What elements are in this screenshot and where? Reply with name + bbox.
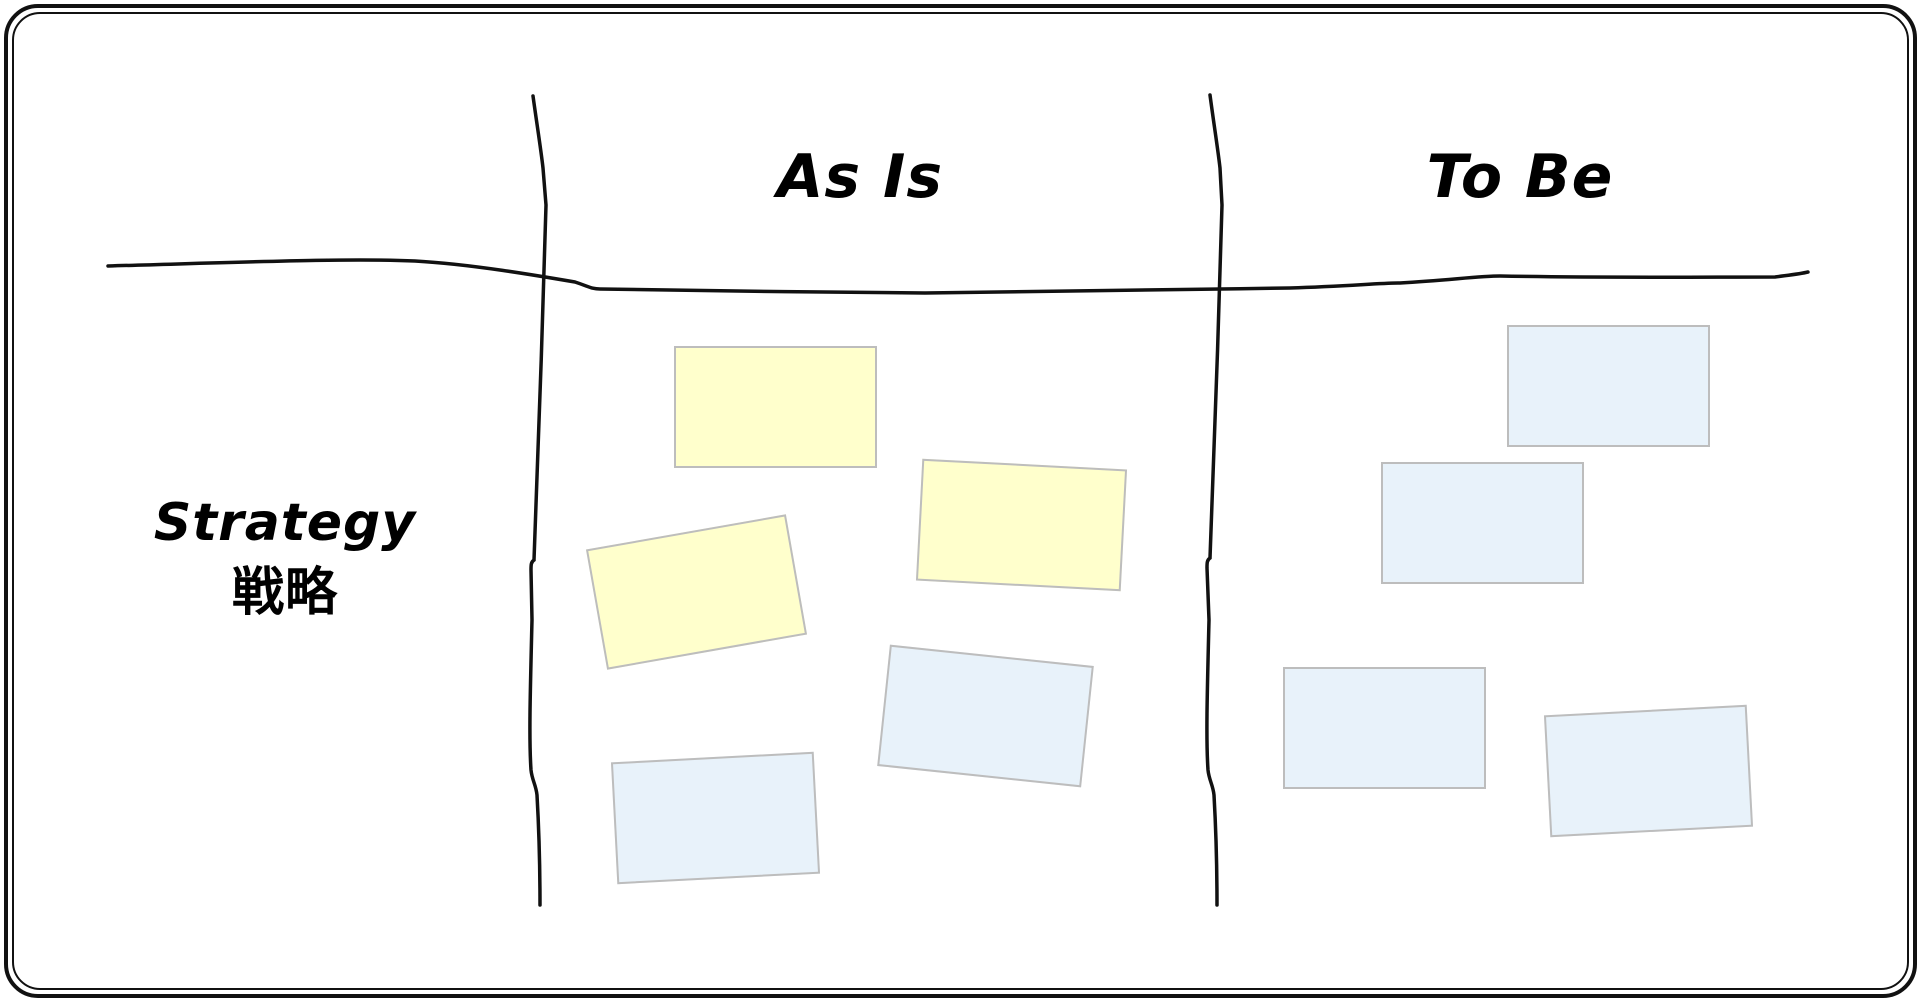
sticky-note-blue[interactable] — [610, 751, 821, 885]
sticky-note-blue[interactable] — [1381, 462, 1584, 584]
sticky-note-blue[interactable] — [1507, 325, 1710, 447]
row-header-strategy-en: Strategy — [153, 493, 417, 553]
sticky-note-blue[interactable] — [1543, 704, 1754, 838]
board-outer-frame — [4, 4, 1917, 998]
column-divider-left — [528, 94, 548, 907]
header-divider-line — [106, 258, 1810, 295]
sticky-note-yellow[interactable] — [674, 346, 877, 468]
column-header-as-is: As Is — [776, 142, 944, 212]
row-header-strategy: Strategy 戦略 — [145, 488, 425, 628]
column-header-to-be: To Be — [1426, 142, 1614, 212]
sticky-note-yellow[interactable] — [915, 458, 1128, 592]
sticky-note-blue[interactable] — [1283, 667, 1486, 789]
column-divider-right — [1205, 93, 1224, 907]
row-header-strategy-jp: 戦略 — [231, 563, 338, 623]
board-inner-frame — [12, 12, 1909, 990]
sticky-note-blue[interactable] — [877, 644, 1094, 788]
